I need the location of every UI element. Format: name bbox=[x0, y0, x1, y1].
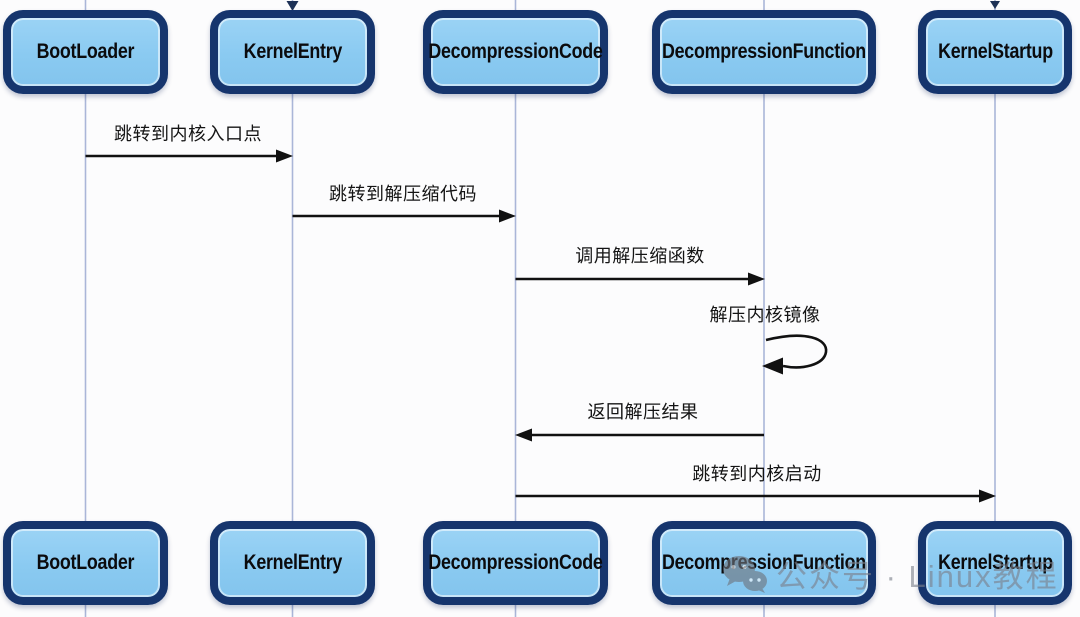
actor-label: DecompressionFunction bbox=[662, 551, 866, 574]
actor-kernelstartup-top: KernelStartup bbox=[918, 10, 1072, 94]
actor-label: KernelEntry bbox=[243, 551, 342, 574]
top-arrowheads bbox=[286, 1, 1000, 11]
actor-label: BootLoader bbox=[36, 40, 135, 63]
lifelines bbox=[84, 0, 996, 617]
actor-label: KernelStartup bbox=[937, 40, 1053, 63]
message-label-call-decompress-func: 调用解压缩函数 bbox=[575, 246, 705, 266]
message-label-jump-kernel-startup: 跳转到内核启动 bbox=[692, 464, 822, 484]
actor-label: KernelEntry bbox=[243, 40, 342, 63]
actor-kernelstartup-bottom: KernelStartup bbox=[918, 521, 1072, 605]
actor-kernelentry-bottom: KernelEntry bbox=[210, 521, 375, 605]
self-loop-arrow bbox=[762, 334, 828, 375]
message-label-jump-decompress-code: 跳转到解压缩代码 bbox=[329, 184, 477, 204]
actor-label: KernelStartup bbox=[937, 551, 1053, 574]
actor-decompressionfunction-top: DecompressionFunction bbox=[652, 10, 876, 94]
message-arrows bbox=[85, 149, 996, 503]
actor-label: DecompressionCode bbox=[428, 551, 603, 574]
actor-decompressioncode-bottom: DecompressionCode bbox=[423, 521, 608, 605]
actor-label: BootLoader bbox=[36, 551, 135, 574]
actor-bootloader-top: BootLoader bbox=[3, 10, 168, 94]
actor-label: DecompressionFunction bbox=[662, 40, 866, 63]
actor-decompressionfunction-bottom: DecompressionFunction bbox=[652, 521, 876, 605]
message-label-decompress-image: 解压内核镜像 bbox=[709, 305, 821, 325]
actor-bootloader-bottom: BootLoader bbox=[3, 521, 168, 605]
actor-label: DecompressionCode bbox=[428, 40, 603, 63]
actor-decompressioncode-top: DecompressionCode bbox=[423, 10, 608, 94]
message-label-return-result: 返回解压结果 bbox=[587, 402, 699, 422]
actor-kernelentry-top: KernelEntry bbox=[210, 10, 375, 94]
message-label-jump-kernel-entry: 跳转到内核入口点 bbox=[114, 124, 262, 144]
